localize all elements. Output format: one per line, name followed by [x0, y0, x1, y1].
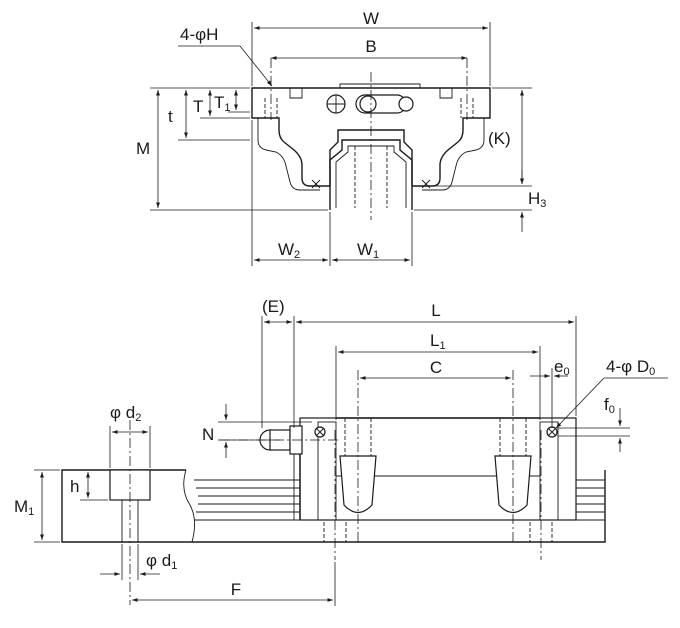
label-t: t — [168, 107, 173, 126]
label-d2: φ d — [110, 403, 135, 422]
label-d1: φ d — [146, 551, 171, 570]
label-W2-sub: 2 — [294, 249, 300, 261]
end-seal-right — [539, 421, 559, 521]
label-T1-sub: 1 — [224, 102, 230, 114]
label-D0-sub: 0 — [649, 366, 655, 378]
label-L1: L — [430, 331, 439, 350]
label-f0: f — [604, 395, 609, 414]
carriage-bolt-right — [494, 370, 532, 545]
svg-text:e0: e0 — [554, 357, 570, 378]
svg-text:H3: H3 — [528, 189, 546, 210]
label-H3-sub: 3 — [540, 198, 546, 210]
carriage-outline — [251, 87, 491, 187]
label-L: L — [431, 301, 440, 320]
carriage-bolt-left — [339, 370, 377, 545]
side-view: (E) L L1 C e0 4-φ D0 f — [14, 297, 668, 606]
label-f0-sub: 0 — [609, 404, 615, 416]
label-N: N — [202, 425, 214, 444]
rail-counterbore — [109, 420, 151, 605]
svg-text:M1: M1 — [14, 497, 34, 518]
label-D0: 4-φ D — [606, 357, 649, 376]
label-L1-sub: 1 — [439, 340, 445, 352]
svg-text:T1: T1 — [214, 93, 231, 114]
label-M1-sub: 1 — [28, 506, 34, 518]
svg-text:W2: W2 — [278, 240, 300, 261]
grease-nipple — [326, 94, 414, 114]
label-W: W — [363, 9, 379, 28]
rail-side-outline — [61, 469, 606, 543]
end-seal-left — [317, 421, 337, 521]
label-T1: T — [214, 93, 224, 112]
label-T: T — [193, 97, 203, 116]
svg-text:φ d1: φ d1 — [146, 551, 177, 572]
label-E: (E) — [262, 297, 285, 316]
label-M: M — [136, 139, 150, 158]
label-e0: e — [554, 357, 563, 376]
carriage-top-step — [289, 88, 453, 99]
label-B: B — [365, 37, 376, 56]
label-h: h — [70, 477, 79, 496]
label-W1-sub: 1 — [373, 249, 379, 261]
label-d2-sub: 2 — [135, 412, 141, 424]
label-W1: W — [357, 240, 373, 259]
carriage-inner-line-right — [422, 118, 485, 191]
carriage-mount-marks — [311, 179, 431, 189]
leader-H — [239, 45, 273, 87]
rail-holes-under-carriage — [323, 430, 553, 560]
svg-text:W1: W1 — [357, 240, 379, 261]
label-holes-H: 4-φH — [180, 25, 218, 44]
svg-text:φ d2: φ d2 — [110, 403, 141, 424]
label-H3: H — [528, 189, 540, 208]
leader-D0 — [555, 377, 605, 429]
svg-text:4-φ D0: 4-φ D0 — [606, 357, 655, 378]
label-e0-sub: 0 — [563, 366, 569, 378]
rail-break-line — [183, 469, 195, 543]
svg-text:L1: L1 — [430, 331, 446, 352]
end-view: W B 4-φH M t T T1 (K) — [136, 9, 546, 266]
seal-bolt-right — [546, 426, 558, 438]
svg-text:f0: f0 — [604, 395, 615, 416]
seal-bolt-left — [314, 426, 326, 438]
label-C: C — [430, 358, 442, 377]
label-M1: M — [14, 497, 28, 516]
carriage-inner-line — [257, 118, 320, 191]
label-K: (K) — [488, 129, 511, 148]
label-F: F — [231, 580, 241, 599]
carriage-top-block — [339, 83, 421, 88]
label-W2: W — [278, 240, 294, 259]
label-d1-sub: 1 — [171, 560, 177, 572]
